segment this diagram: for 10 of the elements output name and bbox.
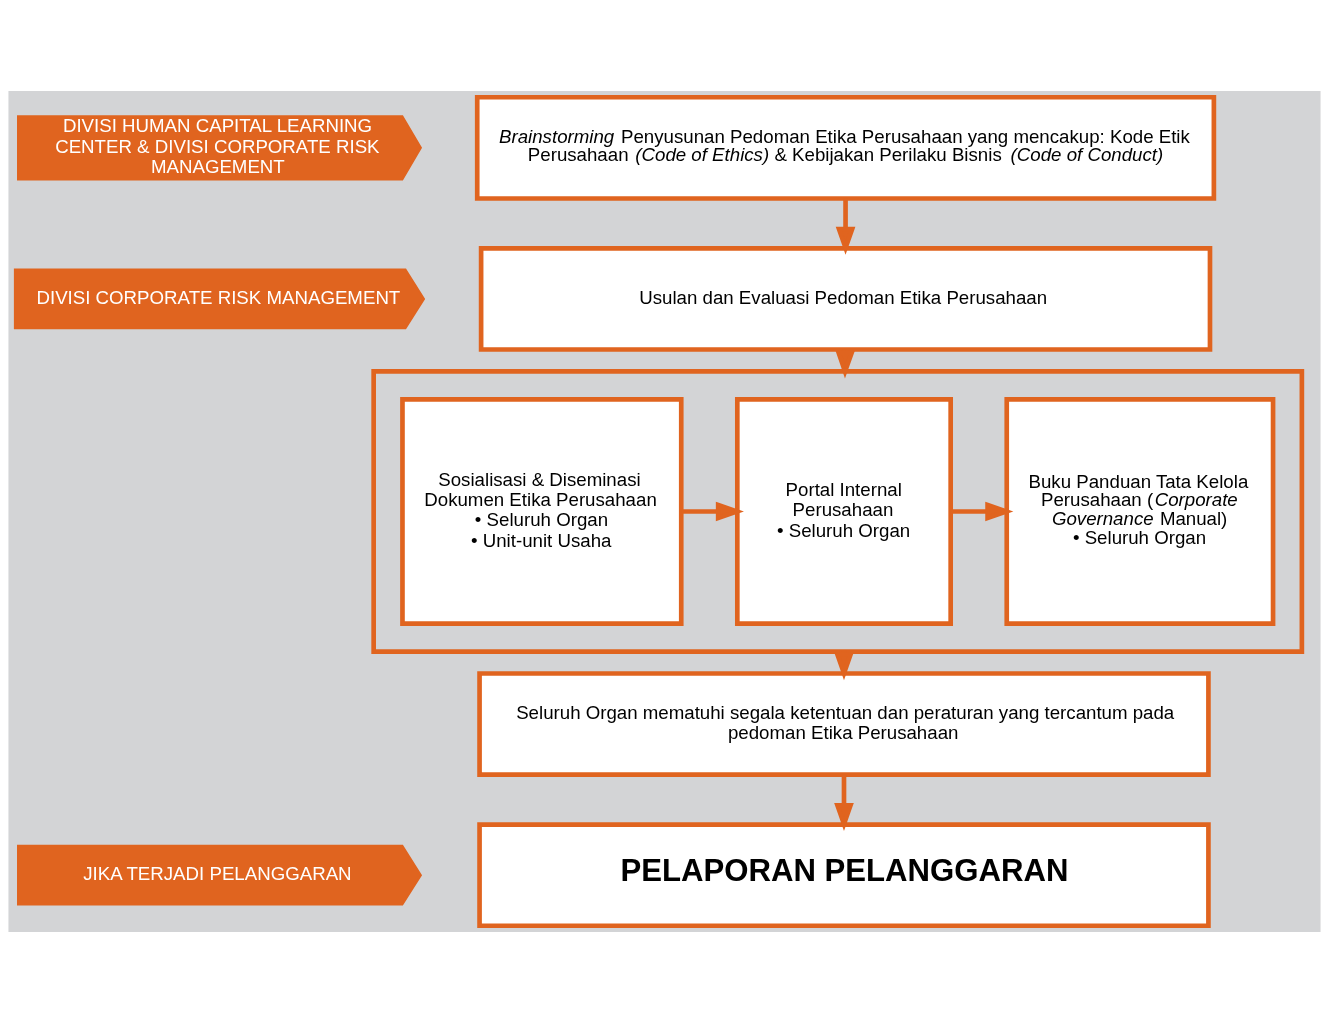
arrow <box>834 774 854 832</box>
node-box: Brainstorming Penyusunan Pedoman Etika Perusahaan yang mencakup: Kode Etik Perusahaan (Code of Ethics) & Kebijakan Perilaku Bisnis (Code of Conduct) <box>474 94 1217 201</box>
node-box: Sosialisasi & Diseminasi Dokumen Etika Perusahaan • Seluruh Organ • Unit-unit Usaha <box>400 397 684 626</box>
node-box: Seluruh Organ mematuhi segala ketentuan dan peraturan yang tercantum pada pedoman Etika Perusahaan <box>477 671 1211 778</box>
arrow <box>681 501 744 522</box>
arrow <box>835 198 856 255</box>
node-box: PELAPORAN PELANGGARAN <box>477 822 1211 929</box>
node-box: Buku Panduan Tata Kelola Perusahaan (Corporate Governance Manual) • Seluruh Organ <box>1004 397 1276 626</box>
arrow <box>950 501 1014 522</box>
node-box: Portal Internal Perusahaan • Seluruh Organ <box>734 397 953 626</box>
